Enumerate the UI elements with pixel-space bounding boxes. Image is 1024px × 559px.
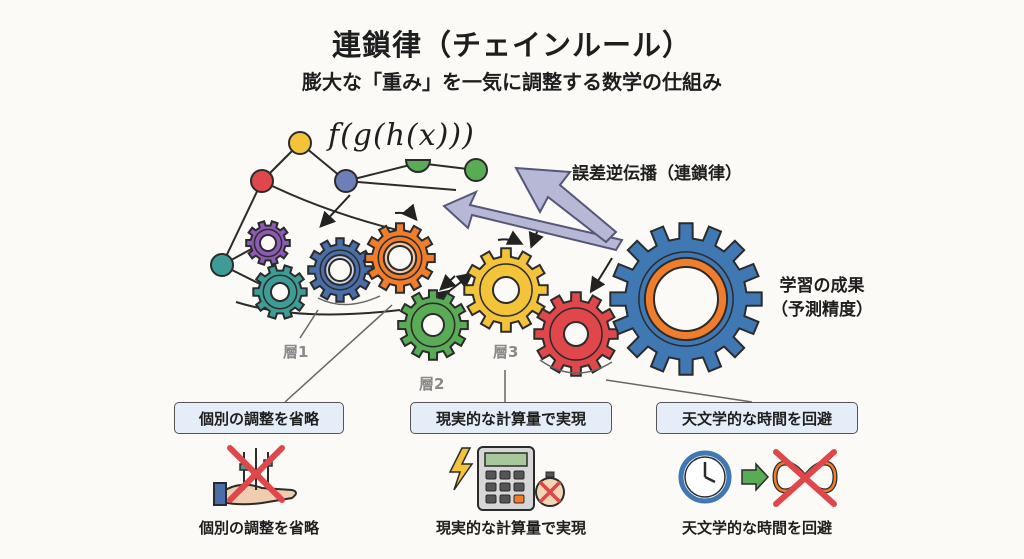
- gear-orange: [364, 222, 436, 294]
- backprop-arrows: [442, 166, 624, 252]
- calculator-key: [485, 494, 497, 504]
- clock-to-crossed-infinity-icon: [678, 449, 838, 507]
- gear-blue: [307, 237, 373, 303]
- result-label-line1: 学習の成果: [779, 276, 865, 296]
- node-green-top: [464, 158, 488, 182]
- node-blue: [334, 169, 358, 193]
- page-title: 連鎖律（チェインルール）: [331, 28, 692, 62]
- result-label-line2: （予測精度）: [771, 300, 873, 320]
- crossed-out-sliders-on-hand-icon: [213, 445, 297, 506]
- calculator-key: [499, 494, 511, 504]
- node-teal: [210, 253, 234, 277]
- calculator-key: [485, 470, 497, 480]
- calculator-key: [499, 482, 511, 492]
- node-red: [250, 169, 274, 193]
- backprop-label: 誤差逆伝播（連鎖律）: [572, 164, 742, 184]
- gear-teal: [252, 264, 308, 320]
- node-yellow: [288, 131, 312, 155]
- benefit-box-1: 個別の調整を省略: [174, 402, 344, 434]
- layer-brackets: [284, 295, 753, 403]
- result-label: 学習の成果 （予測精度）: [762, 274, 882, 322]
- gear-group: [245, 220, 763, 377]
- calculator-key: [513, 482, 525, 492]
- page-subtitle: 膨大な「重み」を一気に調整する数学の仕組み: [302, 70, 722, 94]
- double-arrow: [433, 272, 474, 306]
- gear-red: [533, 291, 619, 377]
- benefit-caption-1: 個別の調整を省略: [198, 519, 319, 537]
- calculator-key: [499, 470, 511, 480]
- benefit-caption-3: 天文学的な時間を回避: [681, 519, 832, 537]
- network-nodes: [210, 131, 488, 277]
- layer-3-label: 層3: [493, 343, 519, 361]
- gear-big-blue: [609, 222, 763, 376]
- benefit-caption-2: 現実的な計算量で実現: [435, 519, 586, 537]
- gear-yellow: [463, 247, 549, 333]
- gear-purple: [245, 220, 291, 266]
- formula-text: f(g(h(x))): [328, 118, 475, 153]
- benefit-box-3: 天文学的な時間を回避: [656, 402, 858, 434]
- lightning-calculator-stopwatch-icon: [448, 446, 565, 511]
- node-green-half: [404, 159, 432, 173]
- benefit-box-2: 現実的な計算量で実現: [410, 402, 612, 434]
- calculator-key: [485, 482, 497, 492]
- calculator-key: [513, 470, 525, 480]
- calculator-key: [513, 494, 525, 504]
- gear-green: [397, 289, 469, 361]
- layer-1-label: 層1: [283, 343, 309, 361]
- layer-2-label: 層2: [419, 375, 445, 393]
